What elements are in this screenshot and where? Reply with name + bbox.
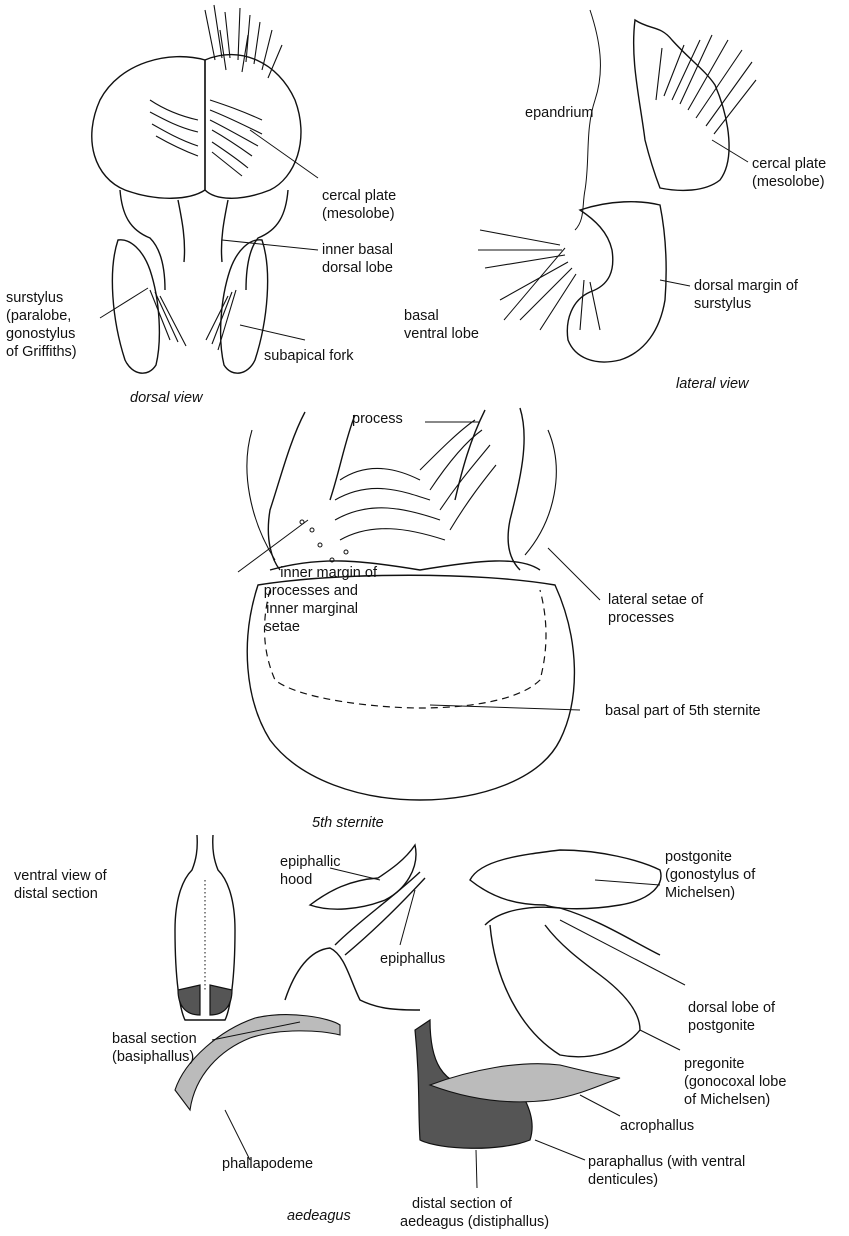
label-basal-part: basal part of 5th sternite	[605, 703, 761, 719]
label-distal-section: distal section of aedeagus (distiphallus)	[400, 1196, 549, 1230]
label-line: inner margin of	[280, 565, 378, 581]
leader-epiphallus	[400, 890, 415, 945]
label-line: (gonostylus of	[665, 867, 756, 883]
label-line: (basiphallus)	[112, 1049, 194, 1065]
leader-subapical-fork	[240, 325, 305, 340]
label-acrophallus: acrophallus	[620, 1118, 694, 1134]
label-dorsal-margin-surstylus: dorsal margin of surstylus	[694, 278, 799, 312]
label-line: surstylus	[6, 290, 63, 306]
leader-dorsal-lobe-postgonite	[560, 920, 685, 985]
label-basal-section: basal section (basiphallus)	[112, 1031, 197, 1065]
label-line: Michelsen)	[665, 885, 735, 901]
label-line: distal section	[14, 886, 98, 902]
label-line: (paralobe,	[6, 308, 71, 324]
leader-basal-part	[430, 705, 580, 710]
label-line: aedeagus (distiphallus)	[400, 1214, 549, 1230]
leader-distal-section	[476, 1150, 477, 1188]
label-line: (gonocoxal lobe	[684, 1074, 786, 1090]
label-paraphallus: paraphallus (with ventral denticules)	[588, 1154, 745, 1188]
leader-cercal-plate-lateral	[712, 140, 748, 162]
label-line: hood	[280, 872, 312, 888]
leader-lateral-setae	[548, 548, 600, 600]
label-subapical-fork: subapical fork	[264, 348, 354, 364]
label-cercal-plate-dorsal: cercal plate (mesolobe)	[322, 188, 396, 222]
caption-lateral-view: lateral view	[676, 376, 750, 392]
label-line: processes	[608, 610, 674, 626]
label-lateral-setae: lateral setae of processes	[608, 592, 704, 626]
leader-inner-basal-dorsal-lobe	[222, 240, 318, 250]
leader-postgonite	[595, 880, 660, 885]
label-cercal-plate-lateral: cercal plate (mesolobe)	[752, 156, 826, 190]
label-line: setae	[265, 619, 300, 635]
label-phallapodeme: phallapodeme	[222, 1156, 313, 1172]
label-surstylus: surstylus (paralobe, gonostylus of Griffith…	[6, 290, 77, 360]
label-line: postgonite	[665, 849, 732, 865]
label-line: dorsal lobe of	[688, 1000, 776, 1016]
leader-surstylus	[100, 288, 148, 318]
label-line: surstylus	[694, 296, 751, 312]
dorsal-view-drawing	[92, 5, 301, 373]
label-pregonite: pregonite (gonocoxal lobe of Michelsen)	[684, 1056, 786, 1108]
label-epandrium: epandrium	[525, 105, 594, 121]
label-line: dorsal lobe	[322, 260, 393, 276]
label-line: of Griffiths)	[6, 344, 77, 360]
aedeagus-drawing	[175, 835, 680, 1148]
label-inner-margin: inner margin of processes and inner margin…	[264, 565, 378, 635]
label-line: inner basal	[322, 242, 393, 258]
label-line: cercal plate	[752, 156, 826, 172]
label-line: ventral view of	[14, 868, 108, 884]
label-ventral-view: ventral view of distal section	[14, 868, 108, 902]
label-postgonite: postgonite (gonostylus of Michelsen)	[665, 849, 756, 901]
caption-aedeagus: aedeagus	[287, 1208, 351, 1224]
label-line: dorsal margin of	[694, 278, 799, 294]
label-line: inner marginal	[266, 601, 358, 617]
leader-paraphallus	[535, 1140, 585, 1160]
label-line: pregonite	[684, 1056, 744, 1072]
label-basal-ventral-lobe: basal ventral lobe	[404, 308, 479, 342]
label-line: basal	[404, 308, 439, 324]
label-line: postgonite	[688, 1018, 755, 1034]
label-line: lateral setae of	[608, 592, 704, 608]
label-epiphallic-hood: epiphallic hood	[280, 854, 340, 888]
label-line: cercal plate	[322, 188, 396, 204]
label-line: epiphallic	[280, 854, 340, 870]
caption-fifth-sternite: 5th sternite	[312, 815, 384, 831]
label-line: processes and	[264, 583, 358, 599]
label-line: ventral lobe	[404, 326, 479, 342]
label-line: paraphallus (with ventral	[588, 1154, 745, 1170]
leader-dorsal-margin	[660, 280, 690, 286]
label-line: denticules)	[588, 1172, 658, 1188]
caption-dorsal-view: dorsal view	[130, 390, 204, 406]
label-line: distal section of	[412, 1196, 513, 1212]
leader-acrophallus	[580, 1095, 620, 1116]
leader-phallapodeme	[225, 1110, 250, 1160]
label-inner-basal-dorsal-lobe: inner basal dorsal lobe	[322, 242, 393, 276]
label-line: basal section	[112, 1031, 197, 1047]
label-line: of Michelsen)	[684, 1092, 770, 1108]
label-epiphallus: epiphallus	[380, 951, 445, 967]
label-line: (mesolobe)	[322, 206, 395, 222]
label-dorsal-lobe-postgonite: dorsal lobe of postgonite	[688, 1000, 776, 1034]
label-process: process	[352, 411, 403, 427]
label-line: (mesolobe)	[752, 174, 825, 190]
leader-cercal-plate-dorsal	[250, 130, 318, 178]
label-line: gonostylus	[6, 326, 75, 342]
